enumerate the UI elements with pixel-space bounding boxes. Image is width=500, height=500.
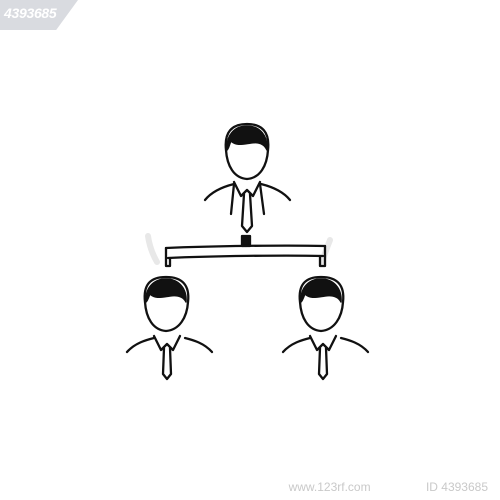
watermark-site: www.123rf.com xyxy=(288,480,371,494)
person-left-icon xyxy=(125,275,214,381)
watermark-banner: 4393685 xyxy=(0,0,78,30)
watermark-footer: www.123rf.com ID 4393685 xyxy=(289,480,488,494)
watermark-top-text: 4393685 xyxy=(4,5,57,21)
person-right-icon xyxy=(281,275,370,381)
person-top-icon xyxy=(203,122,292,234)
watermark-id: ID 4393685 xyxy=(425,480,488,494)
connector-lines xyxy=(164,234,327,268)
